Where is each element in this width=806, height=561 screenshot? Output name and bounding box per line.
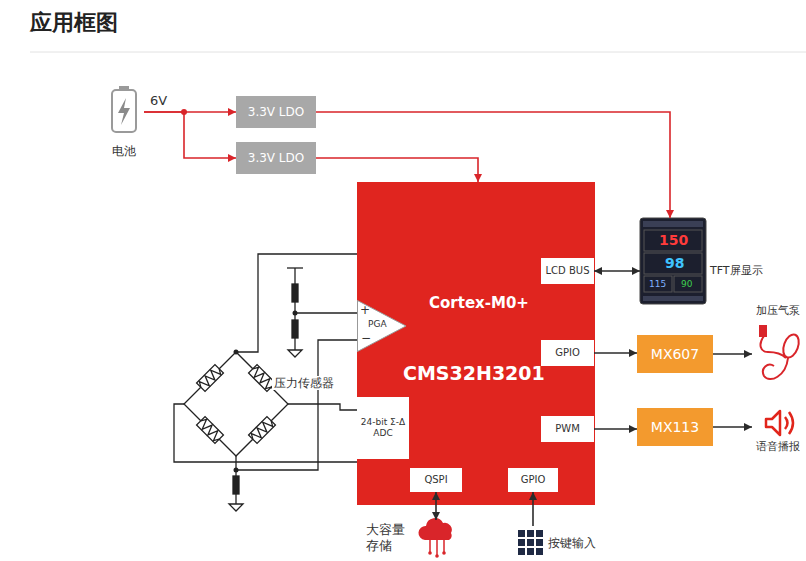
label-holder: 按键输入 <box>548 536 596 550</box>
label-holder: 90 <box>681 279 692 290</box>
node-label: Cortex-M0+ <box>429 294 529 312</box>
box-label: QSPI <box>424 474 447 486</box>
pga-amplifier: PGA + − <box>357 300 407 352</box>
connector-arrow <box>594 352 637 354</box>
screen-value: 150 <box>659 232 688 249</box>
label-holder: 压力传感器 <box>272 376 336 390</box>
voltage-label: 6V <box>150 93 167 109</box>
box-label: GPIO <box>555 347 580 359</box>
page-title: 应用框图 <box>30 10 118 36</box>
air-pump: 加压气泵 <box>752 302 804 388</box>
label-holder: 98 <box>665 255 684 272</box>
screen-value: 115 <box>649 279 666 290</box>
pump-icon <box>760 326 802 379</box>
label-holder: CMS32H3201 <box>403 362 545 385</box>
qspi-port-box: QSPI <box>410 468 462 492</box>
title-rule <box>30 52 806 53</box>
box-label: MX113 <box>651 419 699 436</box>
bridge-dots <box>234 311 298 473</box>
node-label: 语音播报 <box>752 440 804 453</box>
screen-value: 90 <box>681 279 692 290</box>
connector-arrow <box>144 112 236 158</box>
node-label: − <box>361 331 371 345</box>
adc-box: 24-bit Σ-Δ ADC <box>357 397 409 459</box>
box-label: LCD BUS <box>546 265 590 277</box>
label-holder: 115 <box>649 279 666 290</box>
connector-arrow <box>316 112 670 218</box>
box-label: 3.3V LDO <box>248 151 304 165</box>
node-label: CMS32H3201 <box>403 362 545 385</box>
box-label: MX607 <box>651 346 699 363</box>
storage-cloud: 大容量 存储 <box>366 520 458 560</box>
keypad-icon <box>518 530 543 555</box>
speaker-icon <box>766 411 793 435</box>
gpio-port-box: GPIO <box>541 340 594 366</box>
label-holder: Cortex-M0+ <box>429 294 529 312</box>
connector-arrow <box>713 426 752 428</box>
screen-value: 98 <box>665 255 684 272</box>
connector-arrow <box>532 492 534 526</box>
pwm-port-box: PWM <box>541 416 594 442</box>
mcu-chip: Cortex-M0+ CMS32H3201 LCD BUS PGA + − GPIO 24-b… <box>357 182 595 505</box>
node-label: + <box>360 303 370 317</box>
battery-icon <box>112 86 136 132</box>
label-holder: 电池 <box>104 144 144 158</box>
bus-port-box: LCD BUS <box>541 258 594 284</box>
connector-arrow <box>316 158 478 182</box>
box-label: 3.3V LDO <box>248 105 304 119</box>
label-holder: + <box>360 303 370 317</box>
label-holder: 语音播报 <box>752 440 804 453</box>
connector-arrow <box>435 492 437 520</box>
speaker: 语音播报 <box>752 404 804 460</box>
tft-display: TFT屏显示 <box>640 218 802 304</box>
label-holder: 加压气泵 <box>752 304 804 317</box>
box-label: GPIO <box>521 474 546 486</box>
node-label: TFT屏显示 <box>710 264 763 277</box>
ldo-box: 3.3V LDO <box>236 142 316 174</box>
label-holder: PGA <box>368 319 387 330</box>
tft-screen <box>640 218 706 304</box>
driver-box: MX113 <box>637 408 713 446</box>
node-label: PGA <box>368 319 387 330</box>
cloud-icon <box>418 518 451 558</box>
sensor-label: 压力传感器 <box>272 376 336 390</box>
node-label: 电池 <box>104 144 144 158</box>
label-holder: 大容量 存储 <box>366 522 408 553</box>
node-label: 加压气泵 <box>752 304 804 317</box>
driver-box: MX607 <box>637 335 713 373</box>
label-holder: 6V <box>150 93 167 109</box>
pga-outline <box>358 301 407 352</box>
box-label: PWM <box>555 423 580 435</box>
connector-arrow <box>594 428 637 430</box>
keypad: 按键输入 <box>516 526 612 556</box>
connector-arrow <box>594 270 640 272</box>
battery-node: 电池 <box>104 86 144 162</box>
node-label: 大容量 存储 <box>366 522 408 553</box>
connector-arrow <box>713 353 752 355</box>
gpio-port-box: GPIO <box>508 468 558 492</box>
label-holder: 150 <box>659 232 688 249</box>
label-holder: TFT屏显示 <box>710 264 763 277</box>
label-holder: − <box>361 331 371 345</box>
node-label: 按键输入 <box>548 536 596 550</box>
ldo-box: 3.3V LDO <box>236 96 316 128</box>
box-label: 24-bit Σ-Δ ADC <box>359 417 407 439</box>
